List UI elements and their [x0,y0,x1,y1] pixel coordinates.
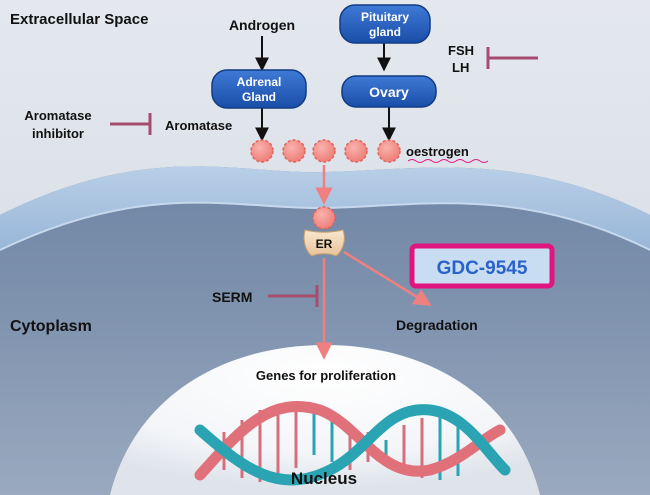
ovary-node [341,75,437,108]
pituitary-gland-label-line2: gland [369,25,401,39]
aromatase-inhibitor-label-line2: inhibitor [32,126,84,141]
oestrogen-molecule [282,139,306,163]
ovary-label: Ovary [369,84,409,100]
fsh-label: FSH [448,43,474,58]
adrenal-gland-node [211,69,307,109]
inhibit-fsh-lh [486,47,538,69]
nucleus-label: Nucleus [291,469,357,488]
arrow-er-to-degradation [343,250,432,307]
er-receptor [303,229,345,257]
gdc-9545-label: GDC-9545 [437,258,528,279]
aromatase-label: Aromatase [165,118,232,133]
oestrogen-molecule [344,139,368,163]
spellcheck-underline [407,159,489,163]
gdc-9545-box [409,243,555,289]
adrenal-gland-label-line1: Adrenal [237,75,282,89]
pituitary-gland-label-line1: Pituitary [361,10,409,24]
er-label: ER [316,237,333,251]
inhibit-aromatase [110,113,152,135]
cytoplasm-label: Cytoplasm [10,318,92,335]
genes-for-proliferation-label: Genes for proliferation [256,368,396,383]
oestrogen-molecule [312,139,336,163]
oestrogen-molecule [250,139,274,163]
extracellular-space-label: Extracellular Space [10,11,148,28]
serm-label: SERM [212,289,252,305]
degradation-label: Degradation [396,317,478,333]
oestrogen-molecule [377,139,401,163]
dna-helix-icon [194,400,511,486]
inhibit-serm [268,285,319,307]
cell-membrane [0,166,650,250]
adrenal-gland-label-line2: Gland [242,90,276,104]
pituitary-gland-node [339,4,431,44]
oestrogen-molecules [250,139,401,163]
lh-label: LH [452,60,469,75]
androgen-label: Androgen [229,17,295,33]
bound-oestrogen-molecule [312,206,336,230]
oestrogen-label: oestrogen [406,144,469,159]
aromatase-inhibitor-label-line1: Aromatase [24,108,91,123]
